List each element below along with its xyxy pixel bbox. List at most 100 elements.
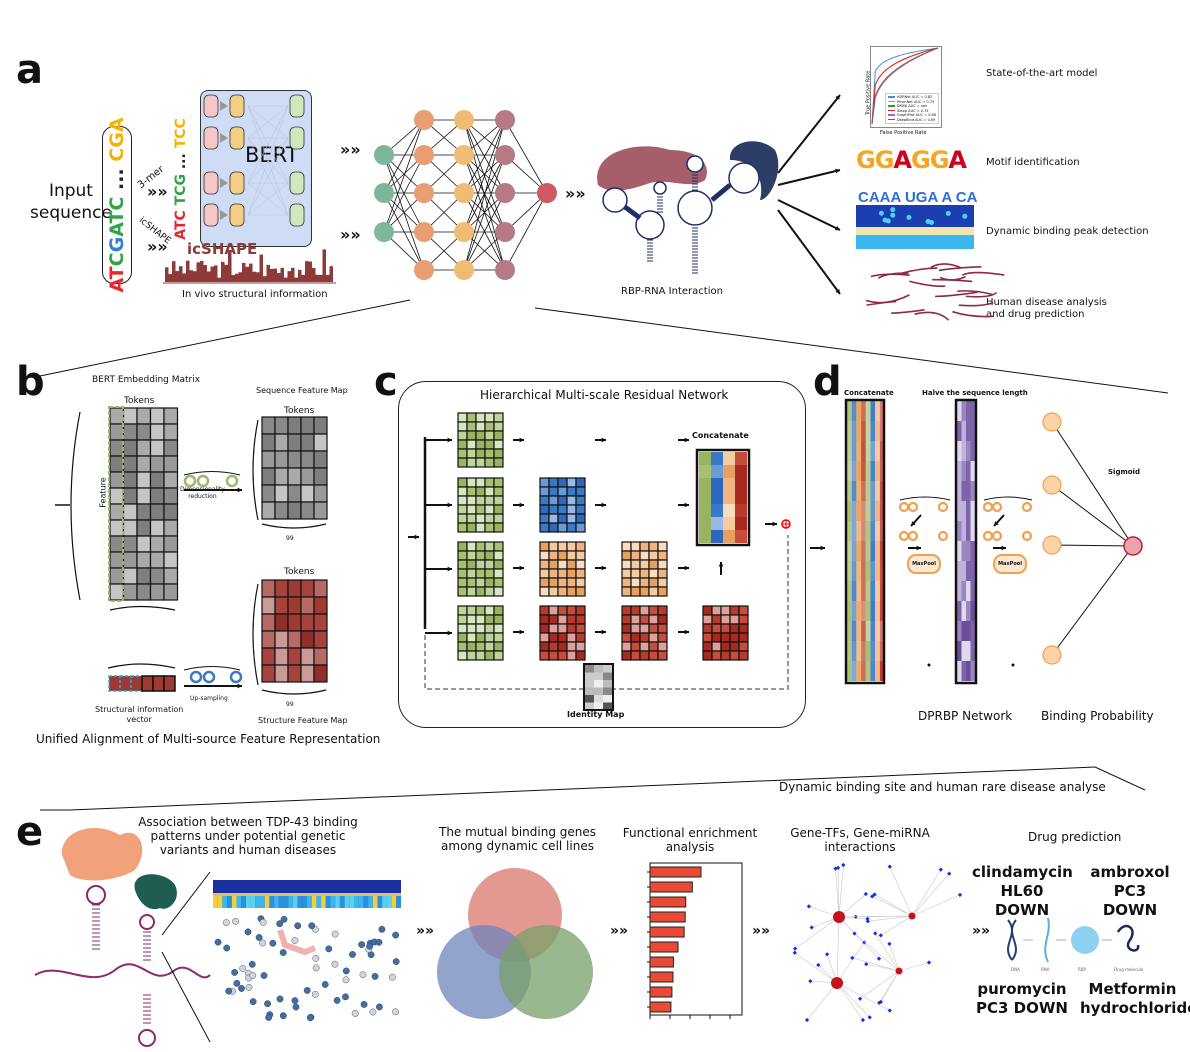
rna-base-node [358,941,366,948]
embedding-cell [109,551,125,569]
hmrn-grid-cell [493,559,504,570]
heatmap-cell [335,896,340,908]
heatmap-cell [382,896,387,908]
hmrn-grid-cell [648,577,659,588]
d-concat-cell [875,421,880,441]
d-arrow-head [911,521,916,526]
d-concat-cell [861,521,866,541]
hmrn-grid-cell [738,605,749,616]
heatmap-cell [231,896,237,908]
zoom-line [161,951,211,1043]
heatmap-cell [339,896,345,908]
d-concat-cell [847,501,852,521]
hmrn-grid-cell [729,623,740,634]
bracket [109,605,176,611]
struct-feature-cell [300,596,315,615]
assoc-title-line: variants and human diseases [159,843,337,857]
rna-base-node [214,938,222,946]
icshape-bar [249,263,253,282]
d-concat-cell [861,581,866,601]
roc-curve [871,47,939,125]
hmrn-arrow-head [684,437,689,443]
icshape-bar [168,274,172,282]
concat-cell [723,517,735,530]
d-halved-cell [961,501,966,521]
embedding-cell [109,439,125,457]
rna-base-node [303,987,311,994]
hmrn-grid-cell [484,495,495,506]
hmrn-grid-cell [630,559,641,570]
d-concat-cell [856,641,862,661]
hmrn-grid-cell [657,559,668,570]
embedding-cell [136,551,152,569]
hmrn-grid-cell [475,541,486,552]
bert-arrow-icon [220,101,228,111]
network-leaf-node [850,955,855,960]
struct-feature-cell [300,647,315,666]
d-concat-cell [865,581,871,601]
hmrn-grid-cell [484,586,495,597]
embedding-cell [163,535,179,553]
icshape-caption: In vivo structural information [182,289,328,300]
rna-stem [623,204,642,221]
rna-base-node [392,958,400,965]
seq-feature-cell [313,450,328,469]
hmrn-grid-cell [548,541,559,552]
peak-spot [885,218,891,224]
embedding-cell [109,407,125,425]
bert-label: BERT [245,143,299,167]
hmrn-grid-cell [475,650,486,661]
d-halved-cell [961,481,966,501]
rna-base-node [279,949,287,956]
d-concat-cell [851,401,857,421]
embedding-cell [136,487,152,505]
drug-cell: PC3 DOWN [1102,882,1158,919]
hmrn-grid-cell [548,477,559,488]
icshape-bar [280,267,284,282]
hmrn-arrow-head [519,437,524,443]
rna-loop [635,210,665,240]
tokens-label: Tokens [124,396,155,406]
nn-node [414,145,434,165]
tokens-label: Tokens [284,406,315,416]
icshape-bar [312,267,316,282]
d-concat-cell [879,561,885,581]
triple-chevron-icon: »» [565,184,586,203]
d-concat-cell [879,661,885,681]
network-edge [867,915,913,922]
hmrn-grid-cell [720,614,731,625]
concat-cell [699,465,711,478]
hmrn-grid-cell [475,614,486,625]
bracket [183,666,241,671]
icshape-bar [326,274,330,282]
embedding-cell [163,455,179,473]
d-concat-cell [879,521,885,541]
nn-node [454,110,474,130]
d-concat-cell [865,661,871,681]
icshape-bar [315,274,319,282]
nn-node [454,222,474,242]
d-halved-cell [957,581,962,601]
pathway-label: RBP [1078,967,1086,972]
d-concat-cell [851,441,857,461]
structural-vector-label: Structural information vector [95,705,183,725]
hmrn-grid-cell [484,623,495,634]
embedding-cell [109,503,125,521]
hmrn-grid-cell [493,522,504,533]
rna-base-node [222,919,230,926]
d-concat-cell [875,641,880,661]
d-halved-cell [970,561,975,581]
peak-spot [878,210,884,216]
struct-feature-cell [300,579,315,598]
d-concat-cell [875,461,880,481]
bracket [70,411,81,601]
hmrn-grid-cell [475,430,486,441]
struct-feature-cell [261,613,276,632]
network-leaf-node [865,916,870,921]
nn-node [374,145,394,165]
hmrn-grid-cell [621,605,632,616]
nn-edge [463,192,506,271]
heatmap-sequence-row [213,893,401,896]
hmrn-grid-cell [457,513,468,524]
